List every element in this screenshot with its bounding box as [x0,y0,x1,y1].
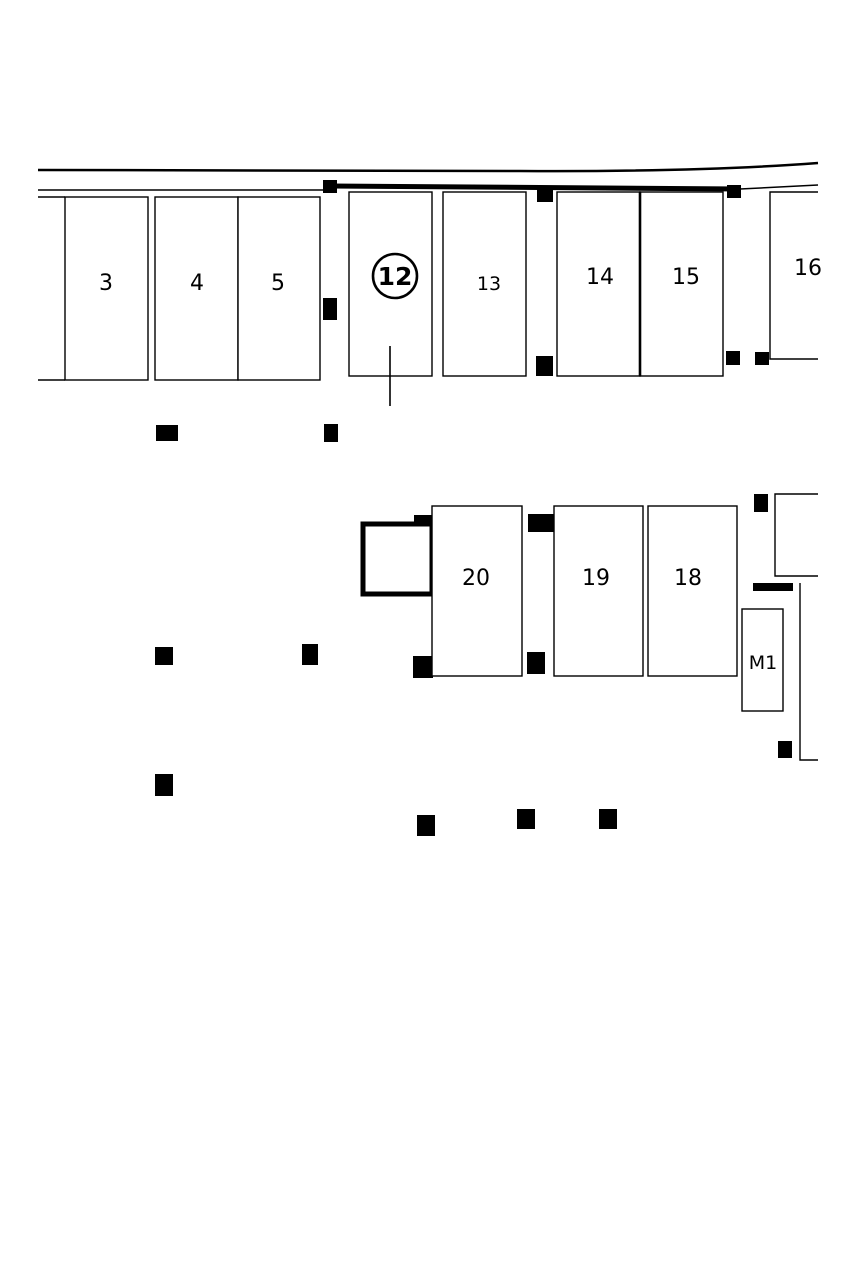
lower-room-row: 20 19 18 M1 [360,493,818,761]
post [324,424,338,442]
room-3-label: 3 [99,271,113,296]
wall-segment [753,583,793,591]
room-5[interactable]: 5 [237,196,321,381]
structural-posts [155,180,793,836]
outer-wall-line [37,161,819,173]
room-13[interactable]: 13 [442,191,527,377]
post [302,644,318,665]
room-m1-label: M1 [749,652,777,674]
room-16[interactable]: 16 [769,191,822,360]
inner-wall-line-main [329,183,741,192]
room-20-label: 20 [462,566,490,591]
inner-wall-line-right [739,184,819,190]
room-14-label: 14 [586,265,614,290]
post [778,741,792,758]
post [537,187,553,202]
room-12[interactable]: 12 [348,191,433,406]
right-partial-wall [799,583,818,761]
post [726,351,740,365]
room-13-label: 13 [477,273,501,295]
room-m1[interactable]: M1 [741,608,784,712]
room-19[interactable]: 19 [553,505,644,677]
post [536,356,553,376]
post [527,652,545,674]
room-3[interactable]: 3 [64,196,149,381]
upper-room-row: 3 4 5 12 13 14 15 [38,191,822,406]
post [517,809,535,829]
room-4-label: 4 [190,271,204,296]
post [155,774,173,796]
post [754,494,768,512]
room-14[interactable]: 14 [556,191,641,377]
room-19-label: 19 [582,566,610,591]
room-16-label: 16 [794,256,822,281]
post [727,185,741,198]
post [323,298,337,320]
right-partial-room [774,493,818,577]
post [323,180,337,193]
post [155,647,173,665]
room-18-label: 18 [674,566,702,591]
room-18[interactable]: 18 [647,505,738,677]
room-5-label: 5 [271,271,285,296]
room-12-highlight-marker [371,252,419,300]
post [417,815,435,836]
square-annex [360,521,435,597]
post [599,809,617,829]
post [755,352,769,365]
post [528,514,554,532]
post [156,425,178,441]
room-4[interactable]: 4 [154,196,239,381]
room-15[interactable]: 15 [639,191,724,377]
post [413,656,433,678]
room-15-label: 15 [672,265,700,290]
room-20[interactable]: 20 [431,505,523,677]
corridor-walls [37,161,819,192]
room-12-label: 12 [378,262,413,291]
